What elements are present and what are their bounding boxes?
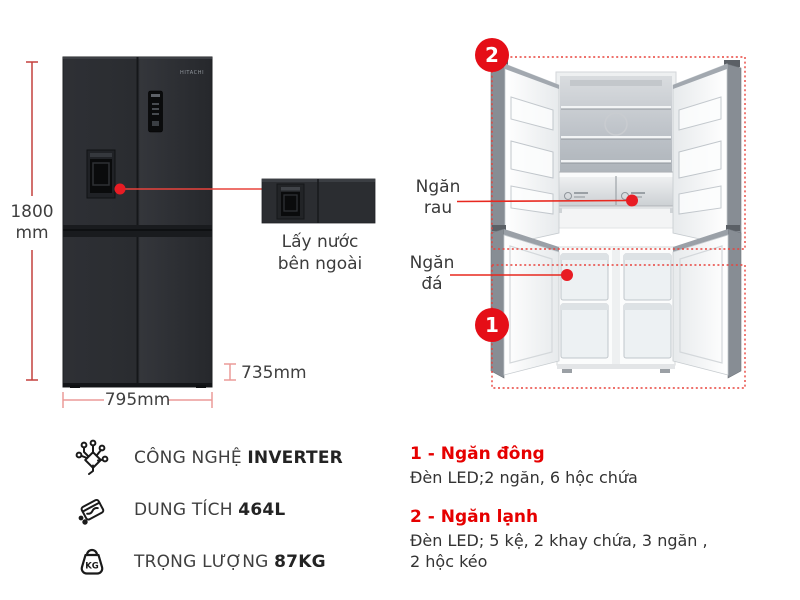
badge-fridge-compartment: 2 bbox=[475, 38, 509, 72]
feature-inverter-text: CÔNG NGHỆ INVERTER bbox=[134, 448, 343, 468]
water-dispenser bbox=[86, 149, 116, 199]
weight-icon: KG bbox=[80, 548, 104, 575]
ice-pointer-dot bbox=[561, 269, 573, 281]
label-vegetable-line1: Ngăn bbox=[415, 177, 461, 197]
dispenser-callout-line2: bên ngoài bbox=[277, 254, 363, 274]
fridge-compartment-outline bbox=[491, 56, 746, 250]
inverter-compressor-mark bbox=[604, 112, 628, 136]
label-ice-line1: Ngăn bbox=[409, 253, 455, 273]
feature-inverter: CÔNG NGHỆ INVERTER bbox=[72, 438, 343, 478]
legend-freezer: 1 - Ngăn đông Đèn LED;2 ngăn, 6 hộc chứa bbox=[410, 444, 722, 488]
height-dimension: 1800 mm bbox=[10, 202, 54, 244]
feature-capacity-text: DUNG TÍCH 464L bbox=[134, 500, 285, 520]
dispenser-callout-line1: Lấy nước bbox=[281, 232, 359, 252]
weight-icon-kg-text: KG bbox=[85, 562, 99, 572]
height-measure bbox=[26, 61, 38, 381]
freezer-left-door bbox=[490, 228, 560, 379]
upper-right-door bbox=[672, 63, 742, 246]
feature-weight-label: TRỌNG LƯỢNG bbox=[134, 552, 269, 572]
vegetable-pointer-dot bbox=[626, 194, 638, 207]
height-unit: mm bbox=[15, 223, 49, 243]
capacity-icon bbox=[78, 499, 105, 525]
label-ice-compartment: Ngăn đá bbox=[406, 253, 458, 295]
open-fridge-illustration bbox=[490, 60, 742, 379]
feature-capacity-value: 464L bbox=[238, 500, 286, 520]
feature-capacity: DUNG TÍCH 464L bbox=[72, 490, 343, 530]
height-value: 1800 bbox=[10, 202, 54, 222]
freezer-interior bbox=[556, 246, 676, 373]
legend-fridge: 2 - Ngăn lạnh Đèn LED; 5 kệ, 2 khay chứa… bbox=[410, 507, 722, 572]
upper-left-door bbox=[490, 63, 560, 246]
feature-inverter-value: INVERTER bbox=[247, 448, 343, 468]
legend-freezer-title: 1 - Ngăn đông bbox=[410, 444, 545, 464]
feature-inverter-label: CÔNG NGHỆ bbox=[134, 448, 242, 468]
dispenser-zoom-box bbox=[261, 178, 376, 224]
legend-freezer-desc: Đèn LED;2 ngăn, 6 hộc chứa bbox=[410, 468, 638, 487]
feature-capacity-label: DUNG TÍCH bbox=[134, 500, 233, 520]
depth-measure bbox=[224, 363, 236, 381]
feature-list: CÔNG NGHỆ INVERTER DUNG TÍCH 464L K bbox=[72, 438, 343, 582]
feature-weight: KG TRỌNG LƯỢNG 87KG bbox=[72, 542, 343, 582]
feature-weight-value: 87KG bbox=[274, 552, 326, 572]
depth-dimension: 735mm bbox=[241, 363, 307, 383]
legend-fridge-desc-line1: Đèn LED; 5 kệ, 2 khay chứa, 3 ngăn , bbox=[410, 531, 708, 550]
freezer-right-door bbox=[672, 228, 742, 379]
compartment-legend: 1 - Ngăn đông Đèn LED;2 ngăn, 6 hộc chứa… bbox=[410, 444, 722, 572]
label-ice-line2: đá bbox=[421, 274, 443, 294]
feature-weight-text: TRỌNG LƯỢNG 87KG bbox=[134, 552, 326, 572]
dispenser-callout-dot bbox=[114, 183, 126, 195]
legend-fridge-title: 2 - Ngăn lạnh bbox=[410, 507, 539, 527]
label-vegetable-compartment: Ngăn rau bbox=[412, 177, 464, 219]
legend-fridge-desc-line2: 2 hộc kéo bbox=[410, 552, 488, 571]
closed-fridge-illustration bbox=[62, 56, 213, 388]
label-vegetable-line2: rau bbox=[423, 198, 453, 218]
control-panel bbox=[148, 90, 163, 133]
width-measure bbox=[62, 392, 213, 408]
dispenser-callout-label: Lấy nước bên ngoài bbox=[262, 231, 378, 275]
badge-freezer-compartment: 1 bbox=[475, 308, 509, 342]
inverter-icon bbox=[75, 439, 109, 475]
vegetable-pointer-line bbox=[456, 199, 633, 203]
brand-logo: HITACHI bbox=[180, 70, 205, 76]
width-dimension: 795mm bbox=[104, 390, 171, 410]
